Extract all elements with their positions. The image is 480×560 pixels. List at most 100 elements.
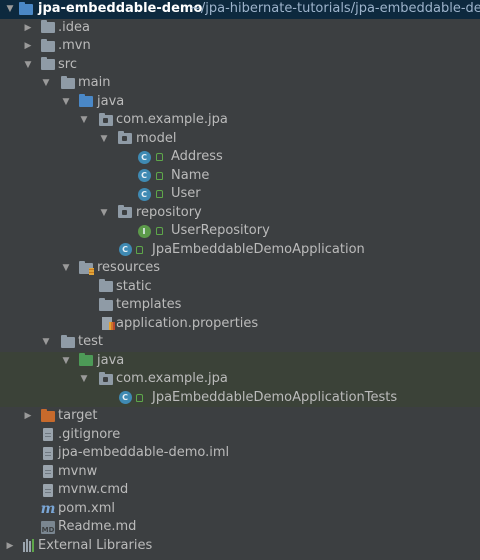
tree-row-java-main[interactable]: ▼ java <box>0 93 480 112</box>
tree-row-package-main[interactable]: ▼ com.example.jpa <box>0 111 480 130</box>
class-icon: C <box>136 149 152 165</box>
chevron-down-icon[interactable]: ▼ <box>6 4 14 15</box>
tree-item-label: External Libraries <box>38 537 153 553</box>
tree-item-label: test <box>78 334 103 350</box>
tree-item-label: com.example.jpa <box>116 112 228 128</box>
tree-row-static[interactable]: static <box>0 278 480 297</box>
tree-item-label: java <box>97 93 125 109</box>
tree-row-pom[interactable]: m pom.xml <box>0 500 480 519</box>
chevron-down-icon[interactable]: ▼ <box>62 355 70 366</box>
tree-row-address[interactable]: C Address <box>0 148 480 167</box>
interface-icon: I <box>136 223 152 239</box>
package-icon <box>98 112 114 128</box>
folder-icon <box>98 297 114 313</box>
tree-row-application-tests[interactable]: C JpaEmbeddableDemoApplicationTests <box>0 388 480 407</box>
spring-boot-class-icon: C <box>117 390 133 406</box>
tree-row-test[interactable]: ▼ test <box>0 333 480 352</box>
tree-item-label: User <box>171 186 201 202</box>
tree-row-gitignore[interactable]: .gitignore <box>0 426 480 445</box>
tree-row-user[interactable]: C User <box>0 185 480 204</box>
tree-row-mvnw[interactable]: mvnw <box>0 463 480 482</box>
chevron-down-icon[interactable]: ▼ <box>100 133 108 144</box>
project-path: ~/jpa-hibernate-tutorials/jpa-embeddable… <box>190 1 480 17</box>
tree-item-label: Address <box>171 149 223 165</box>
tree-item-label: jpa-embeddable-demo.iml <box>58 445 230 461</box>
tree-row-src[interactable]: ▼ src <box>0 56 480 75</box>
lock-icon <box>136 245 143 254</box>
resources-folder-icon <box>78 260 94 276</box>
lock-icon <box>136 393 143 402</box>
tree-row-templates[interactable]: templates <box>0 296 480 315</box>
tree-row-user-repository[interactable]: I UserRepository <box>0 222 480 241</box>
tree-item-label: static <box>116 278 152 294</box>
tree-item-label: com.example.jpa <box>116 371 228 387</box>
class-icon: C <box>136 168 152 184</box>
tree-row-target[interactable]: ▶ target <box>0 407 480 426</box>
folder-icon <box>40 20 56 36</box>
chevron-right-icon[interactable]: ▶ <box>24 41 32 52</box>
tree-row-name[interactable]: C Name <box>0 167 480 186</box>
folder-icon <box>60 75 76 91</box>
chevron-right-icon[interactable]: ▶ <box>24 411 32 422</box>
chevron-down-icon[interactable]: ▼ <box>42 78 50 89</box>
tree-item-label: Readme.md <box>58 519 137 535</box>
chevron-down-icon[interactable]: ▼ <box>80 374 88 385</box>
class-icon: C <box>136 186 152 202</box>
chevron-down-icon[interactable]: ▼ <box>62 263 70 274</box>
tree-row-application[interactable]: C JpaEmbeddableDemoApplication <box>0 241 480 260</box>
tree-item-label: mvnw <box>58 463 98 479</box>
lock-icon <box>156 190 163 198</box>
lock-icon <box>156 171 163 180</box>
tree-row-package-test[interactable]: ▼ com.example.jpa <box>0 370 480 389</box>
tree-row-application-properties[interactable]: application.properties <box>0 315 480 334</box>
markdown-file-icon: MD <box>40 519 56 535</box>
tree-row-repository[interactable]: ▼ repository <box>0 204 480 223</box>
lock-icon <box>156 227 163 235</box>
source-folder-icon <box>78 94 94 110</box>
chevron-right-icon[interactable]: ▶ <box>6 540 14 551</box>
tree-item-label: main <box>78 75 111 91</box>
tree-item-label: model <box>136 130 177 146</box>
lock-icon <box>156 153 163 161</box>
project-folder-icon <box>18 1 34 17</box>
text-file-icon <box>40 464 56 480</box>
tree-item-label: src <box>58 56 77 72</box>
tree-row-mvn[interactable]: ▶ .mvn <box>0 37 480 56</box>
properties-file-icon <box>99 316 115 332</box>
chevron-down-icon[interactable]: ▼ <box>80 115 88 126</box>
tree-row-resources[interactable]: ▼ resources <box>0 259 480 278</box>
package-icon <box>117 205 133 221</box>
package-icon <box>98 371 114 387</box>
tree-item-label: .mvn <box>58 38 91 54</box>
spring-boot-class-icon: C <box>117 242 133 258</box>
chevron-down-icon[interactable]: ▼ <box>24 59 32 70</box>
tree-row-iml[interactable]: jpa-embeddable-demo.iml <box>0 444 480 463</box>
tree-row-readme[interactable]: MD Readme.md <box>0 518 480 537</box>
project-name: jpa-embeddable-demo <box>38 1 203 17</box>
tree-row-model[interactable]: ▼ model <box>0 130 480 149</box>
tree-row-java-test[interactable]: ▼ java <box>0 351 480 370</box>
module-file-icon <box>40 445 56 461</box>
tree-item-label: pom.xml <box>58 500 115 516</box>
tree-item-label: Name <box>171 167 210 183</box>
tree-row-root[interactable]: ▼ jpa-embeddable-demo ~/jpa-hibernate-tu… <box>0 0 480 19</box>
test-folder-icon <box>78 353 94 369</box>
excluded-folder-icon <box>40 408 56 424</box>
tree-row-idea[interactable]: ▶ .idea <box>0 19 480 38</box>
chevron-down-icon[interactable]: ▼ <box>100 207 108 218</box>
folder-icon <box>60 334 76 350</box>
text-file-icon <box>40 482 56 498</box>
tree-item-label: java <box>97 352 125 368</box>
chevron-down-icon[interactable]: ▼ <box>42 337 50 348</box>
tree-item-label: mvnw.cmd <box>58 482 129 498</box>
tree-row-external-libraries[interactable]: ▶ External Libraries <box>0 537 480 556</box>
folder-icon <box>98 279 114 295</box>
chevron-right-icon[interactable]: ▶ <box>24 22 32 33</box>
tree-item-label: UserRepository <box>171 223 270 239</box>
tree-item-label: .gitignore <box>58 426 121 442</box>
tree-row-main[interactable]: ▼ main <box>0 74 480 93</box>
chevron-down-icon[interactable]: ▼ <box>62 96 70 107</box>
tree-row-mvnw-cmd[interactable]: mvnw.cmd <box>0 481 480 500</box>
folder-icon <box>40 38 56 54</box>
